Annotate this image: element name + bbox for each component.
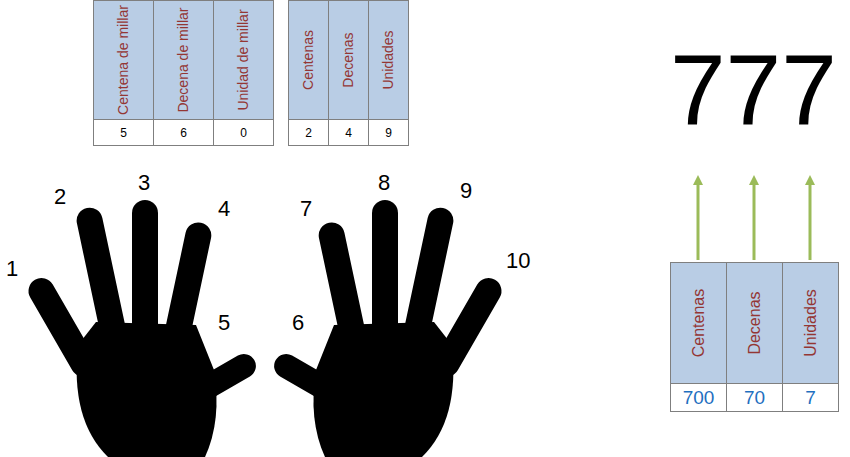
place-value-column: Decena de millar 6 [153, 0, 214, 146]
column-value: 6 [153, 120, 214, 146]
column-header: Unidad de millar [213, 0, 274, 120]
column-value: 70 [726, 384, 783, 412]
header-text: Centenas [301, 5, 316, 115]
column-value: 7 [782, 384, 839, 412]
digit-value: 6 [180, 126, 187, 140]
place-value-column: Unidades 7 [782, 262, 839, 412]
header-text: Centena de millar [116, 5, 131, 115]
finger-number: 1 [6, 258, 18, 280]
column-value: 0 [213, 120, 274, 146]
header-text: Decena de millar [176, 5, 191, 115]
right-hand [270, 200, 507, 457]
header-text: Unidad de millar [236, 5, 251, 115]
place-value-column: Decenas 70 [726, 262, 783, 412]
finger-number: 2 [54, 186, 66, 208]
digit-value: 5 [120, 126, 127, 140]
digit-value: 0 [240, 126, 247, 140]
finger-number: 6 [292, 312, 304, 334]
finger-number: 10 [506, 250, 530, 272]
digit-value: 9 [385, 126, 392, 140]
digit-value: 70 [744, 387, 765, 409]
column-header: Unidades [368, 0, 409, 120]
column-value: 5 [93, 120, 154, 146]
column-header: Decena de millar [153, 0, 214, 120]
finger-number: 8 [378, 172, 390, 194]
column-header: Decenas [328, 0, 369, 120]
digit-value: 4 [345, 126, 352, 140]
left-hand [24, 200, 261, 457]
header-text: Decenas [746, 267, 764, 379]
place-value-column: Decenas 4 [328, 0, 369, 146]
column-value: 700 [670, 384, 727, 412]
finger-number: 4 [218, 198, 230, 220]
finger-number: 9 [460, 180, 472, 202]
place-value-column: Centenas 700 [670, 262, 727, 412]
place-value-column: Unidad de millar 0 [213, 0, 274, 146]
place-value-arrows [698, 180, 810, 260]
place-value-column: Unidades 9 [368, 0, 409, 146]
header-text: Unidades [381, 5, 396, 115]
digit-value: 2 [305, 126, 312, 140]
finger-number: 7 [300, 198, 312, 220]
column-header: Centenas [670, 262, 727, 384]
digit-value: 7 [805, 387, 816, 409]
column-header: Centena de millar [93, 0, 154, 120]
place-value-column: Centena de millar 5 [93, 0, 154, 146]
place-value-column: Centenas 2 [288, 0, 329, 146]
column-header: Decenas [726, 262, 783, 384]
column-value: 9 [368, 120, 409, 146]
digit-value: 700 [683, 387, 715, 409]
finger-number: 3 [138, 172, 150, 194]
finger-number: 5 [218, 312, 230, 334]
column-header: Centenas [288, 0, 329, 120]
header-text: Unidades [802, 267, 820, 379]
column-value: 4 [328, 120, 369, 146]
column-header: Unidades [782, 262, 839, 384]
header-text: Centenas [690, 267, 708, 379]
header-text: Decenas [341, 5, 356, 115]
column-value: 2 [288, 120, 329, 146]
big-number: 777 [670, 40, 837, 140]
